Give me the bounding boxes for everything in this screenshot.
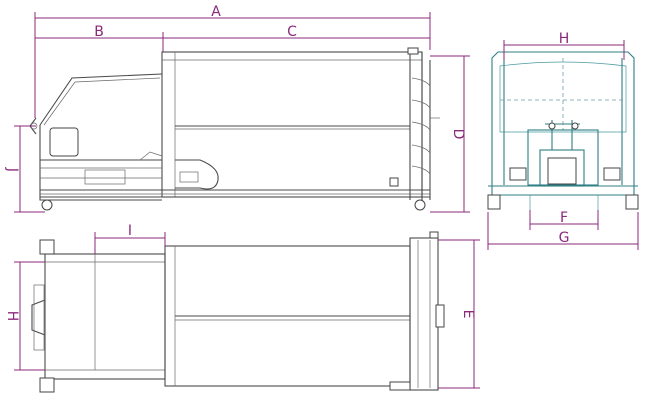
- dimension-F: F: [529, 210, 599, 230]
- dim-label-c: C: [287, 24, 297, 40]
- dim-label-d: D: [450, 129, 466, 140]
- dim-label-i: I: [128, 223, 132, 239]
- dim-label-h-top: H: [559, 31, 570, 47]
- dimension-J: J: [4, 125, 45, 213]
- dim-label-b: B: [94, 24, 104, 40]
- dimension-H-top: H: [503, 31, 625, 60]
- dimension-C: C: [163, 24, 430, 40]
- top-view: [31, 231, 445, 393]
- dimension-A: A: [34, 4, 431, 118]
- dimension-D: D: [430, 55, 470, 213]
- dim-label-h-bottom: H: [4, 311, 20, 322]
- dimension-G: G: [487, 212, 639, 250]
- dim-label-g: G: [559, 230, 570, 246]
- dim-label-f: F: [560, 210, 568, 226]
- dimension-E: E: [438, 239, 480, 389]
- dim-label-j: J: [4, 167, 20, 172]
- front-view: [487, 51, 639, 210]
- dim-label-e: E: [460, 310, 476, 319]
- dimension-I: I: [94, 223, 166, 254]
- dimension-B: B: [35, 24, 164, 52]
- dim-label-a: A: [211, 4, 221, 20]
- side-view: [29, 47, 440, 211]
- dimension-H-bottom: H: [4, 261, 45, 371]
